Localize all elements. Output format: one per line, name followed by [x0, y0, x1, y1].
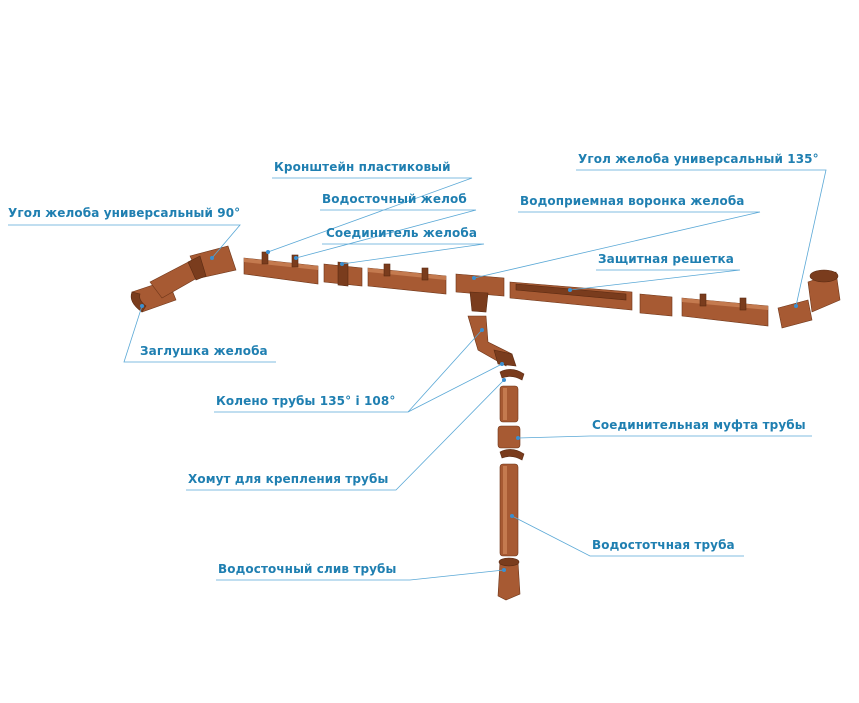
clamp-part: [499, 369, 525, 381]
label-grid: Защитная решетка: [598, 252, 734, 266]
connector-part: [323, 261, 363, 287]
pipe-part-long: [499, 463, 519, 557]
label-coupling: Соединительная муфта трубы: [592, 418, 806, 432]
label-pipe: Водостотчная труба: [592, 538, 735, 552]
label-endcap: Заглушка желоба: [140, 344, 268, 358]
corner135-part: [777, 269, 841, 329]
gutter-part-1: [243, 251, 319, 285]
elbow-part: [467, 315, 517, 367]
label-elbow: Колено трубы 135° і 108°: [216, 394, 396, 408]
coupling-part: [497, 425, 521, 449]
gutter-part-2: [367, 263, 447, 295]
grid-gutter-part: [509, 281, 633, 311]
label-gutter: Водосточный желоб: [322, 192, 467, 206]
corner90-part: [149, 245, 237, 299]
label-outlet: Водосточный слив трубы: [218, 562, 397, 576]
label-bracket: Кронштейн пластиковый: [274, 160, 451, 174]
label-clamp: Хомут для крепления трубы: [188, 472, 389, 486]
pipe-part-short: [499, 385, 519, 423]
label-connector: Соединитель желоба: [326, 226, 478, 240]
connector-part-2: [639, 293, 673, 317]
leader-lines: [8, 169, 827, 581]
funnel-part: [455, 273, 505, 313]
gutter-part-3: [681, 293, 769, 327]
outlet-part: [497, 557, 521, 601]
label-funnel: Водоприемная воронка желоба: [520, 194, 745, 208]
clamp-part-2: [499, 449, 525, 461]
gutter-parts: [130, 245, 841, 329]
label-corner90: Угол желоба универсальный 90°: [8, 206, 241, 220]
label-corner135: Угол желоба универсальный 135°: [578, 152, 819, 166]
downpipe-parts: [467, 315, 525, 601]
